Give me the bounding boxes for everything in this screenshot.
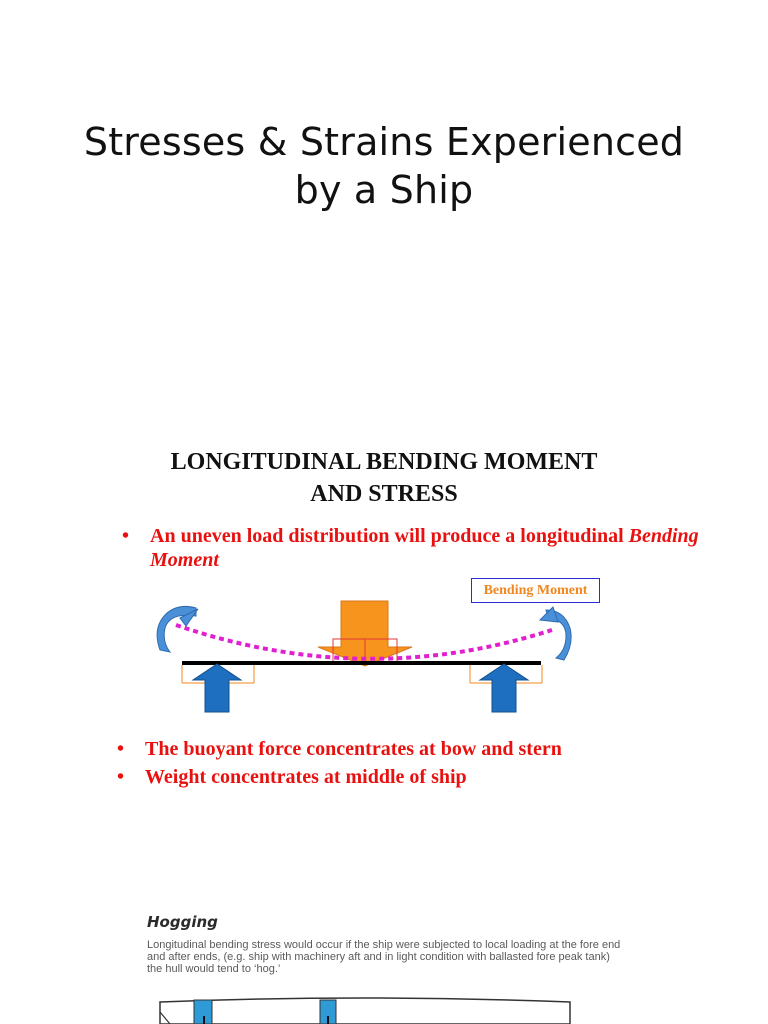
section-heading-line1: LONGITUDINAL BENDING MOMENT: [170, 449, 598, 475]
slide-title-line1: Stresses & Strains Experienced: [83, 120, 685, 164]
section-heading-line2: AND STRESS: [310, 481, 458, 507]
bending-moment-label: Bending Moment: [471, 578, 600, 603]
hogging-title: Hogging: [147, 913, 218, 931]
right-moment-arrow: [545, 609, 572, 661]
bullet-weight: • Weight concentrates at middle of ship: [117, 765, 745, 789]
hogging-ship-sketch: [159, 997, 571, 1024]
left-moment-arrowhead: [179, 608, 199, 627]
bullet-buoyant-force-text: The buoyant force concentrates at bow an…: [145, 738, 562, 760]
bullet-buoyant-force: • The buoyant force concentrates at bow …: [117, 737, 745, 761]
bullet-glyph: •: [122, 525, 130, 547]
bullet-uneven-load: • An uneven load distribution will produ…: [122, 524, 710, 572]
section-heading: LONGITUDINAL BENDING MOMENT AND STRESS: [0, 446, 768, 510]
slide-title-line2: by a Ship: [294, 168, 474, 212]
deflection-curve: [175, 623, 553, 661]
bullet-uneven-load-text: An uneven load distribution will produce…: [150, 525, 629, 547]
bullet-weight-text: Weight concentrates at middle of ship: [145, 766, 467, 788]
bullet-glyph: •: [117, 738, 125, 760]
right-moment-arrowhead: [538, 606, 559, 623]
left-buoyancy-arrow: [191, 663, 243, 713]
weight-arrow: [317, 600, 413, 667]
right-buoyancy-arrow: [478, 663, 530, 713]
slide-title: Stresses & Strains Experienced by a Ship: [0, 118, 768, 214]
bullet-glyph: •: [117, 766, 125, 788]
left-moment-arrow: [156, 606, 197, 653]
hogging-description: Longitudinal bending stress would occur …: [147, 939, 621, 975]
bullet-bending-moment-emphasis: Bending Moment: [150, 525, 699, 571]
